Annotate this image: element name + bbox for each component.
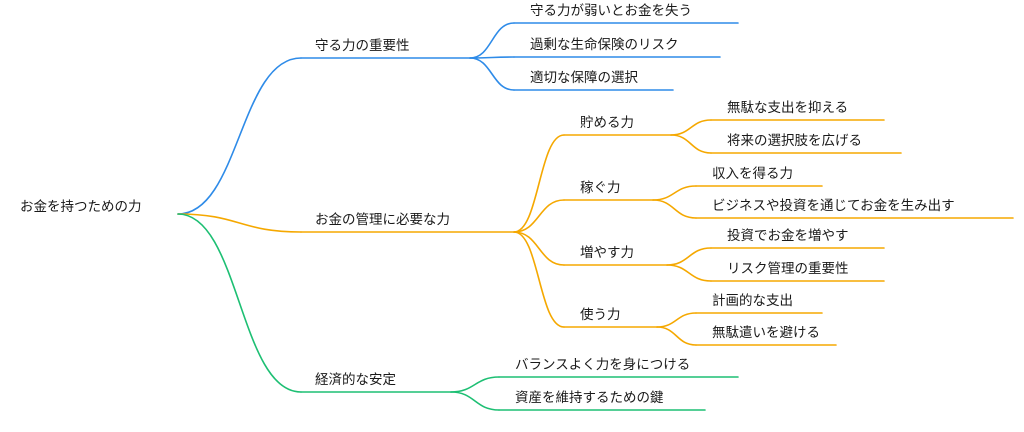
leaf-node: 将来の選択肢を広げる	[727, 133, 862, 149]
edge-root-branch	[177, 57, 302, 215]
item-node: 過剰な生命保険のリスク	[530, 37, 679, 53]
item-node: 資産を維持するための鍵	[515, 390, 664, 406]
branch-node: 守る力の重要性	[315, 38, 410, 54]
leaf-node: 計画的な支出	[712, 293, 793, 309]
leaf-node: リスク管理の重要性	[727, 261, 849, 277]
branch-node: 経済的な安定	[315, 372, 396, 388]
edge-branch-item	[469, 22, 515, 59]
edge-branch-item	[513, 134, 565, 233]
edge-item-leaf	[670, 134, 712, 154]
leaf-node: ビジネスや投資を通じてお金を生み出す	[712, 198, 955, 214]
edge-branch-item	[513, 231, 565, 266]
edge-item-leaf	[652, 185, 697, 201]
edge-branch-item	[450, 376, 500, 393]
edge-root-branch	[177, 213, 302, 233]
edge-branch-item	[450, 391, 500, 411]
item-node: 適切な保障の選択	[530, 70, 638, 86]
edge-branch-item	[469, 57, 515, 91]
edge-item-leaf	[656, 312, 697, 328]
edge-item-leaf	[652, 199, 697, 219]
branch-node: お金の管理に必要な力	[315, 212, 450, 228]
item-node: 使う力	[580, 307, 621, 323]
leaf-node: 無駄遣いを避ける	[712, 325, 820, 341]
edge-item-leaf	[666, 264, 712, 282]
leaf-node: 投資でお金を増やす	[727, 228, 849, 244]
item-node: バランスよく力を身につける	[515, 357, 691, 373]
item-node: 貯める力	[580, 115, 634, 131]
item-node: 守る力が弱いとお金を失う	[530, 3, 692, 19]
edge-branch-item	[513, 199, 565, 233]
edge-item-leaf	[670, 119, 712, 136]
edge-branch-item	[513, 231, 565, 328]
item-node: 増やす力	[580, 245, 634, 261]
root-node: お金を持つための力	[20, 199, 142, 215]
edge-item-leaf	[666, 247, 712, 266]
leaf-node: 収入を得る力	[712, 166, 793, 182]
edge-item-leaf	[656, 326, 697, 346]
edge-root-branch	[177, 213, 302, 393]
leaf-node: 無駄な支出を抑える	[727, 100, 849, 116]
item-node: 稼ぐ力	[580, 180, 621, 196]
